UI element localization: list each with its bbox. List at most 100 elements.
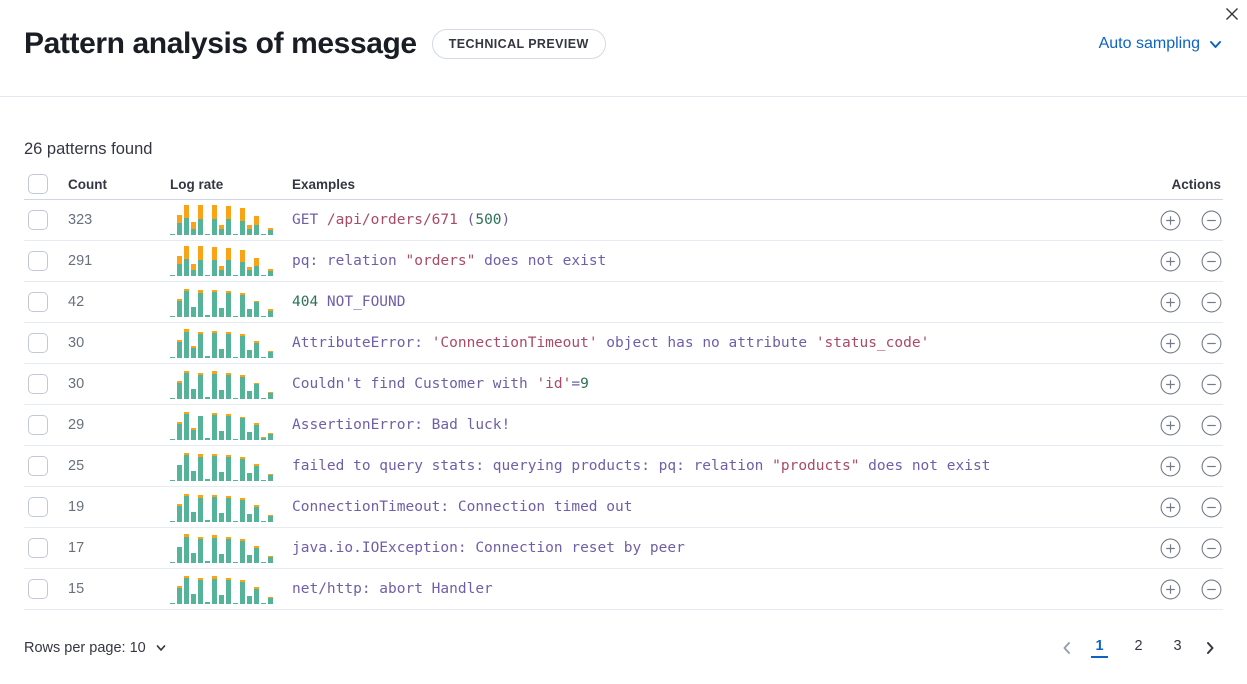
sparkline-bar bbox=[184, 453, 189, 481]
plus-in-circle-icon[interactable] bbox=[1159, 578, 1181, 600]
row-example: AssertionError: Bad luck! bbox=[292, 417, 1111, 433]
row-count: 17 bbox=[68, 540, 85, 556]
pagination: 1 2 3 bbox=[1054, 637, 1223, 658]
sparkline-bar bbox=[247, 596, 252, 604]
minus-in-circle-icon[interactable] bbox=[1200, 414, 1222, 436]
sparkline-bar bbox=[219, 225, 224, 235]
close-icon[interactable] bbox=[1221, 4, 1243, 26]
sparkline-bar bbox=[261, 562, 266, 563]
log-rate-sparkline bbox=[170, 491, 292, 522]
table-header-row: Count Log rate Examples Actions bbox=[24, 169, 1223, 200]
row-checkbox[interactable] bbox=[28, 456, 48, 476]
example-token: GET bbox=[292, 212, 327, 228]
minus-in-circle-icon[interactable] bbox=[1200, 373, 1222, 395]
table-body: 323 GET /api/orders/671 (500) 291 pq: re… bbox=[24, 200, 1223, 610]
minus-in-circle-icon[interactable] bbox=[1200, 291, 1222, 313]
table-row: 30 Couldn't find Customer with 'id'=9 bbox=[24, 364, 1223, 405]
sparkline-bar bbox=[205, 561, 210, 563]
page-button-2[interactable]: 2 bbox=[1130, 638, 1147, 656]
sparkline-bar bbox=[184, 412, 189, 440]
log-rate-sparkline bbox=[170, 532, 292, 563]
sparkline-bar bbox=[205, 315, 210, 317]
example-token: 500 bbox=[475, 212, 502, 228]
page-button-3[interactable]: 3 bbox=[1169, 638, 1186, 656]
sparkline-bar bbox=[177, 215, 182, 235]
sparkline-bar bbox=[268, 433, 273, 440]
plus-in-circle-icon[interactable] bbox=[1159, 455, 1181, 477]
sparkline-bar bbox=[254, 301, 259, 317]
sparkline-bar bbox=[261, 357, 266, 358]
minus-in-circle-icon[interactable] bbox=[1200, 578, 1222, 600]
example-token: pq: relation bbox=[292, 253, 406, 269]
sparkline-bar bbox=[191, 512, 196, 522]
minus-in-circle-icon[interactable] bbox=[1200, 209, 1222, 231]
flyout-header: Pattern analysis of message TECHNICAL PR… bbox=[0, 0, 1247, 97]
sampling-dropdown[interactable]: Auto sampling bbox=[1099, 35, 1223, 53]
row-checkbox[interactable] bbox=[28, 210, 48, 230]
sparkline-bar bbox=[219, 554, 224, 563]
sparkline-bar bbox=[268, 269, 273, 276]
plus-in-circle-icon[interactable] bbox=[1159, 291, 1181, 313]
example-token: 'id' bbox=[536, 376, 572, 392]
minus-in-circle-icon[interactable] bbox=[1200, 332, 1222, 354]
sparkline-bar bbox=[247, 267, 252, 276]
sparkline-bar bbox=[268, 392, 273, 399]
next-page-icon[interactable] bbox=[1203, 640, 1217, 656]
column-header-actions: Actions bbox=[1171, 176, 1221, 192]
column-header-count: Count bbox=[68, 176, 107, 192]
row-checkbox[interactable] bbox=[28, 251, 48, 271]
sparkline-bar bbox=[219, 266, 224, 276]
sparkline-bar bbox=[226, 291, 231, 317]
sparkline-bar bbox=[247, 309, 252, 317]
minus-in-circle-icon[interactable] bbox=[1200, 537, 1222, 559]
sparkline-bar bbox=[184, 205, 189, 235]
sparkline-bar bbox=[170, 275, 175, 276]
row-checkbox[interactable] bbox=[28, 292, 48, 312]
row-checkbox[interactable] bbox=[28, 497, 48, 517]
column-header-examples: Examples bbox=[292, 176, 356, 192]
plus-in-circle-icon[interactable] bbox=[1159, 250, 1181, 272]
minus-in-circle-icon[interactable] bbox=[1200, 455, 1222, 477]
sparkline-bar bbox=[226, 537, 231, 563]
minus-in-circle-icon[interactable] bbox=[1200, 496, 1222, 518]
plus-in-circle-icon[interactable] bbox=[1159, 496, 1181, 518]
sparkline-bar bbox=[198, 454, 203, 481]
sparkline-bar bbox=[268, 556, 273, 563]
log-rate-sparkline bbox=[170, 245, 292, 276]
sparkline-bar bbox=[247, 473, 252, 481]
minus-in-circle-icon[interactable] bbox=[1200, 250, 1222, 272]
plus-in-circle-icon[interactable] bbox=[1159, 209, 1181, 231]
row-checkbox[interactable] bbox=[28, 374, 48, 394]
table-row: 25 failed to query stats: querying produ… bbox=[24, 446, 1223, 487]
row-checkbox[interactable] bbox=[28, 579, 48, 599]
plus-in-circle-icon[interactable] bbox=[1159, 537, 1181, 559]
plus-in-circle-icon[interactable] bbox=[1159, 414, 1181, 436]
sparkline-bar bbox=[233, 275, 238, 276]
example-token: AttributeError: bbox=[292, 335, 432, 351]
sparkline-bar bbox=[240, 293, 245, 317]
sparkline-bar bbox=[205, 234, 210, 235]
select-all-checkbox[interactable] bbox=[28, 174, 48, 194]
plus-in-circle-icon[interactable] bbox=[1159, 373, 1181, 395]
row-checkbox[interactable] bbox=[28, 333, 48, 353]
sparkline-bar bbox=[212, 331, 217, 358]
rows-per-page-button[interactable]: Rows per page: 10 bbox=[24, 640, 167, 656]
sparkline-bar bbox=[184, 494, 189, 522]
previous-page-icon[interactable] bbox=[1060, 640, 1074, 656]
sparkline-bar bbox=[254, 341, 259, 358]
example-token: "products" bbox=[772, 458, 860, 474]
row-example: GET /api/orders/671 (500) bbox=[292, 212, 1111, 228]
flyout-body: 26 patterns found Count Log rate Example… bbox=[0, 140, 1247, 658]
sparkline-bar bbox=[205, 602, 210, 604]
sparkline-bar bbox=[191, 264, 196, 276]
column-header-log-rate: Log rate bbox=[170, 176, 224, 192]
sparkline-bar bbox=[247, 225, 252, 235]
sparkline-bar bbox=[226, 206, 231, 235]
row-count: 15 bbox=[68, 581, 85, 597]
plus-in-circle-icon[interactable] bbox=[1159, 332, 1181, 354]
row-checkbox[interactable] bbox=[28, 415, 48, 435]
sparkline-bar bbox=[254, 383, 259, 399]
sparkline-bar bbox=[268, 515, 273, 522]
row-checkbox[interactable] bbox=[28, 538, 48, 558]
page-button-1[interactable]: 1 bbox=[1091, 638, 1108, 658]
